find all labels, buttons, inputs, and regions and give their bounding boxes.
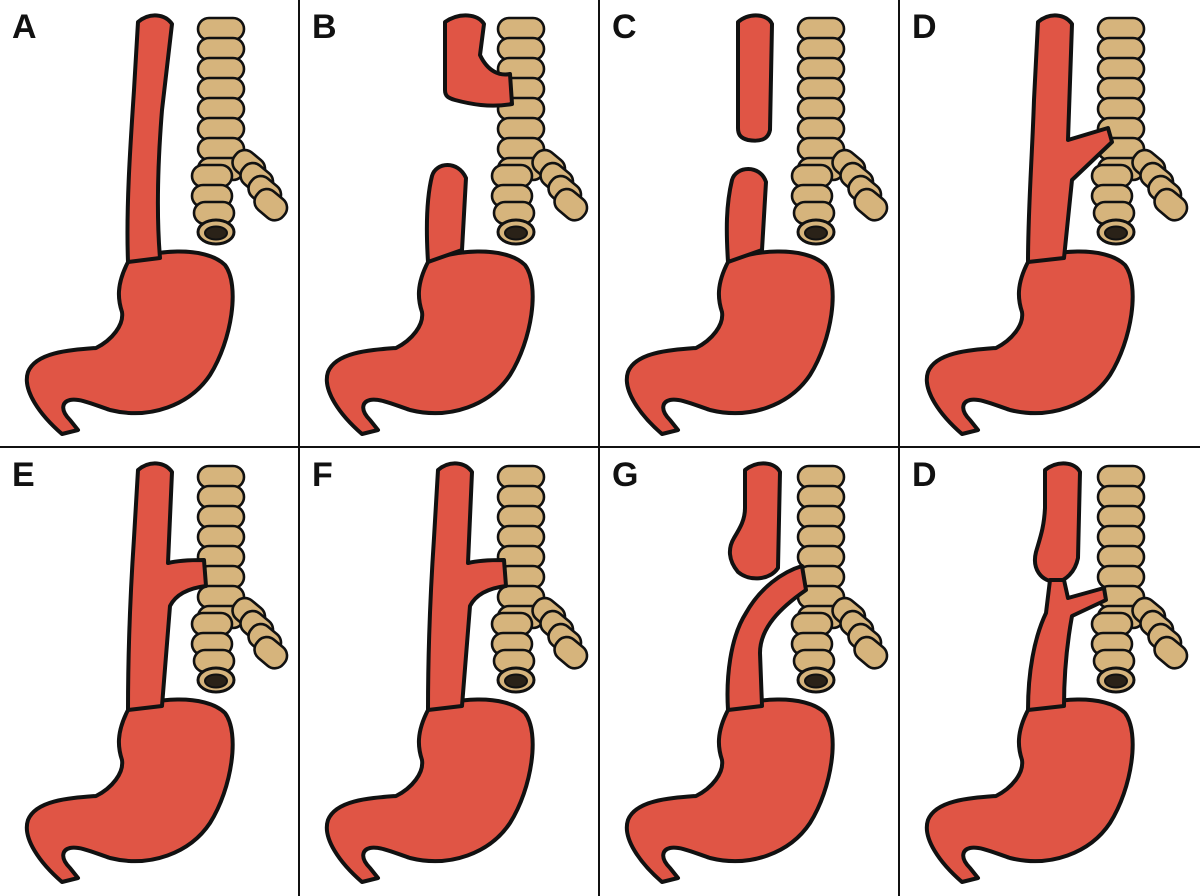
anatomy [24,13,289,436]
esophagus-upper-pouch [736,13,774,143]
esophagus-lower-segment [424,163,468,264]
panel-8: D [900,448,1200,896]
panel-6: F [300,448,600,896]
panel-illustration [924,461,1189,884]
stomach [624,697,835,884]
trachea [790,464,889,694]
trachea [490,16,589,246]
panel-illustration [624,13,889,436]
panel-label: A [12,8,37,46]
bronchus-lumen-inner [1104,225,1128,241]
bronchus-lumen-inner [804,225,828,241]
stomach [324,697,535,884]
anatomy [324,13,589,436]
stomach [24,697,235,884]
trachea [1090,464,1189,694]
esophagus-upper-pouch [727,461,782,581]
esophagus-upper-pouch [1033,461,1082,584]
trachea [1090,16,1189,246]
anatomy [624,13,889,436]
panel-illustration [924,13,1189,436]
panel-label: D [912,456,937,494]
bronchus-ring [853,187,889,222]
bronchus-ring [1153,635,1189,670]
trachea [790,16,889,246]
bronchus-ring [253,635,289,670]
stomach [924,697,1135,884]
esophagus-lower-segment [724,167,768,264]
esophagus-with-fistula [126,461,208,712]
panel-illustration [324,13,589,436]
anatomy [924,13,1189,436]
anatomy [24,461,289,884]
panel-illustration [24,461,289,884]
bronchus-ring [553,187,589,222]
stomach [924,249,1135,436]
panel-4: D [900,0,1200,448]
trachea [190,16,289,246]
esophagus [125,13,174,264]
anatomy [324,461,589,884]
panel-illustration [624,461,889,884]
panel-7: G [600,448,900,896]
anatomy [624,461,889,884]
panel-1: A [0,0,300,448]
bronchus-lumen-inner [804,673,828,689]
stomach [24,249,235,436]
bronchus-ring [1153,187,1189,222]
panel-3: C [600,0,900,448]
bronchus-lumen-inner [204,673,228,689]
bronchus-lumen-inner [504,673,528,689]
bronchus-lumen-inner [1104,673,1128,689]
bronchus-ring [853,635,889,670]
panel-label: C [612,8,637,46]
esophagus-upper-pouch [443,13,514,108]
bronchus-lumen-inner [204,225,228,241]
trachea [190,464,289,694]
panel-label: F [312,456,333,494]
panel-label: D [912,8,937,46]
esophagus-distal-fistula [725,564,808,712]
panel-label: G [612,456,639,494]
bronchus-ring [253,187,289,222]
panel-illustration [24,13,289,436]
panel-2: B [300,0,600,448]
panel-label: E [12,456,35,494]
esophagus-with-fistula [426,461,508,712]
panel-label: B [312,8,337,46]
stomach [324,249,535,436]
bronchus-ring [553,635,589,670]
panel-5: E [0,448,300,896]
stomach [624,249,835,436]
esophagus-lower-with-fistula [1026,578,1108,712]
anatomy [924,461,1189,884]
trachea [490,464,589,694]
esophagus-with-fistula [1026,13,1114,264]
bronchus-lumen-inner [504,225,528,241]
panel-illustration [324,461,589,884]
